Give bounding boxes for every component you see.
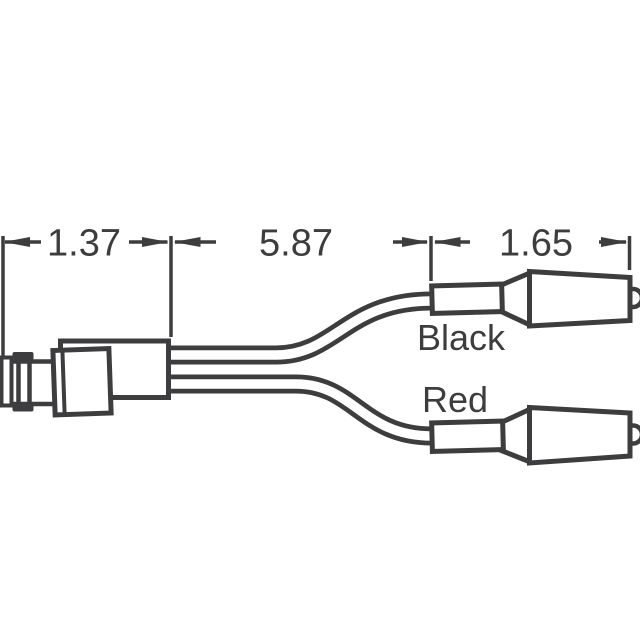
arrowhead-right-icon [601, 237, 628, 247]
red-lead-body [527, 404, 633, 466]
wires [160, 291, 433, 446]
connector-center-pin [0, 355, 14, 408]
arrowhead-right-icon [402, 237, 429, 247]
red-lead-label: Red [422, 379, 488, 420]
red-lead-taper-top [498, 406, 533, 426]
flange-face [50, 345, 114, 418]
bnc-connector [0, 338, 171, 418]
black-wire-fill [160, 296, 433, 360]
black-lead-taper-bottom [497, 308, 533, 328]
red-lead-taper-bottom [499, 447, 533, 465]
black-lead-sleeve-rect [429, 281, 505, 316]
black-lead-body [527, 268, 633, 329]
red-wire-fill [160, 379, 433, 441]
arrowhead-right-icon [142, 237, 169, 247]
connector-flange [50, 345, 114, 418]
dimension-value-lead: 1.65 [499, 223, 573, 265]
black-lead: Black [417, 268, 640, 358]
dimension-value-wire: 5.87 [259, 223, 333, 265]
flange-rim-line [60, 351, 67, 414]
dimension-connector-length: 1.37 [3, 223, 169, 265]
black-lead-sleeve [429, 281, 505, 316]
red-lead-sleeve-rect [429, 418, 506, 454]
black-lead-label: Black [417, 317, 506, 358]
dimension-annotations: 1.37 5.87 1.65 [1, 223, 632, 356]
dimension-value-connector: 1.37 [47, 223, 121, 265]
dimension-lead-length: 1.65 [433, 223, 628, 265]
dimension-wire-length: 5.87 [173, 223, 429, 265]
red-lead: Red [422, 379, 640, 466]
red-lead-sleeve [429, 418, 506, 454]
black-lead-taper-top [498, 270, 532, 289]
